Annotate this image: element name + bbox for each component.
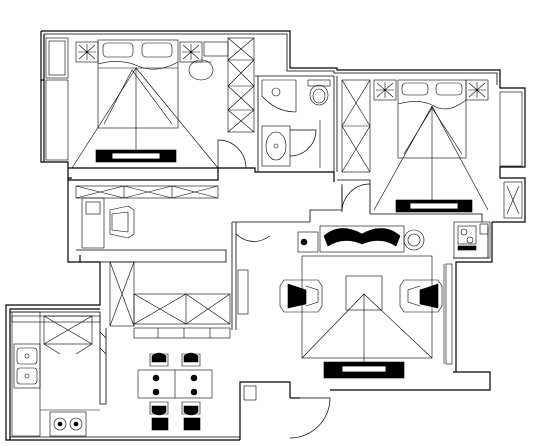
dining-chair: [149, 352, 169, 367]
armchair-icon: [279, 279, 323, 313]
wardrobe-icon: [227, 37, 255, 133]
exterior-walls: [5, 30, 526, 441]
dining-chair: [181, 352, 201, 367]
living-room: [109, 225, 453, 379]
armchair-icon: [399, 279, 443, 313]
toilet-icon: [307, 79, 331, 106]
master-bedroom: [45, 37, 255, 169]
entry-door: [243, 385, 331, 439]
kitchen-right: [453, 221, 491, 259]
dining-chair: [181, 401, 201, 416]
double-bed-icon: [97, 39, 179, 129]
armchair-icon: [109, 205, 135, 239]
dining-chair: [149, 401, 169, 416]
wardrobe-icon: [341, 79, 371, 173]
dining-area: [137, 352, 213, 431]
sink-icon: [261, 125, 291, 167]
bathroom: [261, 79, 331, 168]
dining-table-icon: [137, 369, 213, 399]
interior-walls: [10, 75, 483, 405]
sofa-icon: [319, 225, 405, 253]
desk-icon: [81, 197, 105, 249]
stove-icon: [49, 411, 87, 437]
kitchen: [11, 311, 107, 437]
study: [75, 185, 271, 249]
sink-icon: [13, 343, 41, 389]
second-bedroom: [341, 79, 523, 219]
